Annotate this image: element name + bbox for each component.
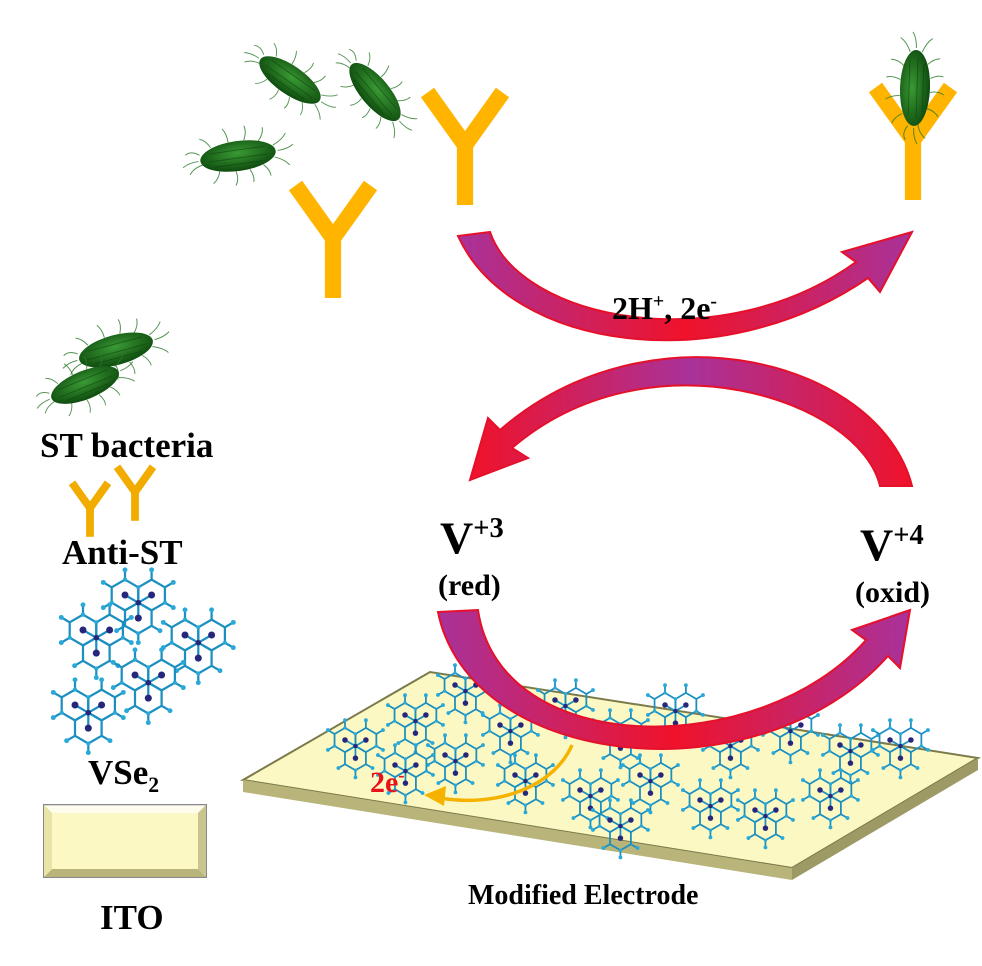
ito-slide-icon — [43, 804, 207, 878]
v3-charge: +3 — [473, 513, 504, 544]
bacteria-legend-label: ST bacteria — [40, 426, 214, 465]
vse2-cluster-icon — [109, 646, 187, 727]
ito-legend-label: ITO — [100, 898, 164, 937]
electron-text: , 2e — [664, 290, 711, 326]
antibody-icon — [68, 480, 112, 537]
curved-arrow-icon — [468, 356, 914, 487]
curved-arrow-icon — [436, 608, 912, 750]
electron-arrow-head — [424, 786, 446, 806]
vse2-cluster-icon — [159, 606, 237, 687]
proton-charge: + — [652, 290, 665, 313]
v3-label: V+3 — [440, 512, 504, 564]
electrode-label: Modified Electrode — [468, 880, 699, 911]
bacterium-icon — [319, 33, 431, 151]
v3-base: V — [440, 512, 474, 564]
electron-transfer-label: 2e- — [370, 765, 405, 799]
antibody-icon — [296, 186, 371, 299]
vse2-legend-label: VSe2 — [88, 755, 159, 797]
electron-transfer-arrow — [439, 744, 574, 803]
proton-text: 2H — [612, 290, 653, 326]
proton-electron-label: 2H+, 2e- — [612, 290, 718, 326]
antibody-icon — [428, 93, 503, 206]
v4-state-label: (oxid) — [855, 576, 930, 609]
electron-charge: - — [710, 290, 718, 313]
v4-base: V — [860, 519, 894, 571]
bacterium-icon — [230, 26, 350, 134]
modified-electrode — [240, 670, 981, 880]
bacterium-icon — [178, 118, 298, 194]
vse2-base: VSe — [88, 753, 149, 792]
electron-transfer-charge: - — [398, 765, 405, 786]
vse2-cluster-icon — [99, 566, 177, 647]
electron-transfer-text: 2e — [370, 766, 399, 799]
v3-state-label: (red) — [438, 569, 501, 602]
curved-arrow-icon — [456, 230, 914, 342]
v4-label: V+4 — [860, 519, 924, 571]
antibody-icon — [113, 464, 157, 521]
antibody-legend-label: Anti-ST — [62, 533, 183, 572]
v4-charge: +4 — [893, 520, 924, 551]
vse2-subscript: 2 — [148, 773, 160, 797]
